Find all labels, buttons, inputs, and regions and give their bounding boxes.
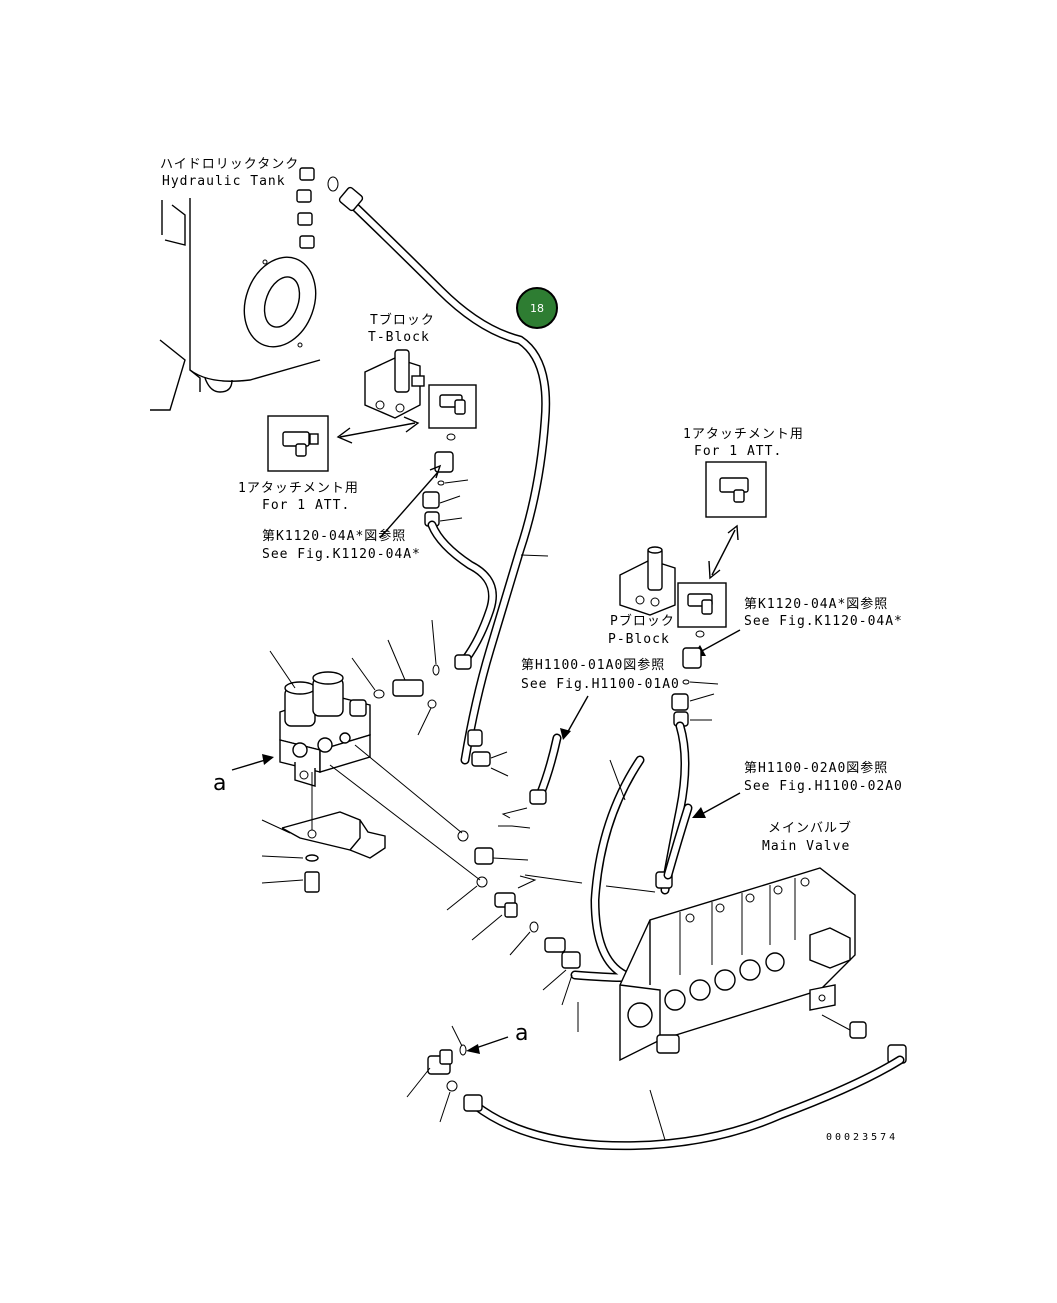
ref-k-left-label-jp: 第K1120-04A*図参照 bbox=[262, 528, 406, 544]
adapter-fitting bbox=[387, 619, 440, 697]
att-left-label-en: For 1 ATT. bbox=[262, 498, 350, 513]
ref-h02-arrow bbox=[692, 792, 741, 818]
short-hose-h01 bbox=[501, 733, 562, 819]
solenoid-valve-block bbox=[279, 671, 371, 787]
t-block-fitting-box bbox=[428, 384, 477, 429]
ref-h01-label-en: See Fig.H1100-01A0 bbox=[521, 677, 680, 692]
ref-h02-label-jp: 第H1100-02A0図参照 bbox=[744, 760, 888, 776]
right-bottom-fittings bbox=[821, 1014, 907, 1064]
p-block-label-en: P-Block bbox=[608, 632, 670, 647]
part-leader bbox=[351, 657, 376, 691]
hydraulic-tank bbox=[150, 167, 339, 411]
p-block-lower-fittings bbox=[671, 630, 719, 727]
o-ring-2 bbox=[427, 699, 437, 709]
main-valve-feed-hose bbox=[542, 755, 645, 1006]
main-valve-label-en: Main Valve bbox=[762, 839, 850, 854]
tank-port-fittings bbox=[296, 167, 339, 249]
view-a-left-label: a bbox=[213, 771, 226, 796]
o-ring-leader bbox=[417, 707, 432, 736]
main-valve bbox=[577, 867, 856, 1062]
p-block-fitting-box bbox=[677, 582, 727, 628]
t-block-label-en: T-Block bbox=[368, 330, 430, 345]
washer-and-bolt bbox=[261, 854, 320, 893]
view-arrow-a-bottom bbox=[466, 1036, 509, 1054]
view-a-bottom-label: a bbox=[515, 1021, 528, 1046]
return-hose-leader bbox=[520, 554, 549, 557]
ref-k-right-label-jp: 第K1120-04A*図参照 bbox=[744, 596, 888, 612]
main-valve-label-jp: メインバルブ bbox=[768, 820, 852, 836]
t-block-label-jp: Tブロック bbox=[370, 312, 435, 328]
bottom-left-fittings bbox=[406, 1025, 467, 1123]
o-ring bbox=[373, 689, 385, 699]
p-block-att-fitting-box bbox=[705, 461, 767, 518]
drawing-number: 00023574 bbox=[826, 1132, 898, 1143]
long-leader-2 bbox=[354, 744, 463, 834]
callout-badge[interactable]: 18 bbox=[516, 287, 558, 329]
bottom-hose bbox=[463, 1055, 905, 1151]
swap-arrow-left bbox=[336, 416, 420, 444]
return-hose bbox=[338, 186, 551, 765]
att-left-label-jp: 1アタッチメント用 bbox=[238, 481, 359, 496]
view-arrow-a-left bbox=[231, 754, 274, 771]
t-block-lower-fittings bbox=[379, 433, 497, 670]
ref-k-right-label-en: See Fig.K1120-04A* bbox=[744, 614, 903, 629]
t-block bbox=[364, 349, 425, 419]
ref-k-left-label-en: See Fig.K1120-04A* bbox=[262, 547, 421, 562]
hydraulic-tank-label-jp: ハイドロリックタンク bbox=[160, 157, 299, 172]
att-right-label-en: For 1 ATT. bbox=[694, 444, 782, 459]
p-block bbox=[619, 546, 676, 616]
ref-h02-label-en: See Fig.H1100-02A0 bbox=[744, 779, 903, 794]
hydraulic-tank-label-en: Hydraulic Tank bbox=[162, 174, 286, 189]
solenoid-leader bbox=[269, 650, 296, 689]
short-hose-h02 bbox=[663, 803, 693, 880]
p-block-label-jp: Pブロック bbox=[610, 613, 675, 629]
mounting-bracket bbox=[261, 772, 386, 859]
ref-h01-label-jp: 第H1100-01A0図参照 bbox=[521, 657, 665, 673]
t-block-att-fitting-box bbox=[267, 415, 329, 472]
swap-arrow-right bbox=[708, 524, 739, 580]
att-right-label-jp: 1アタッチメント用 bbox=[683, 427, 804, 442]
long-leader-1 bbox=[329, 764, 481, 881]
callout-number[interactable]: 18 bbox=[530, 302, 544, 315]
center-fittings bbox=[446, 729, 583, 956]
callout-circle[interactable] bbox=[516, 287, 558, 329]
ref-h01-arrow bbox=[560, 695, 589, 740]
